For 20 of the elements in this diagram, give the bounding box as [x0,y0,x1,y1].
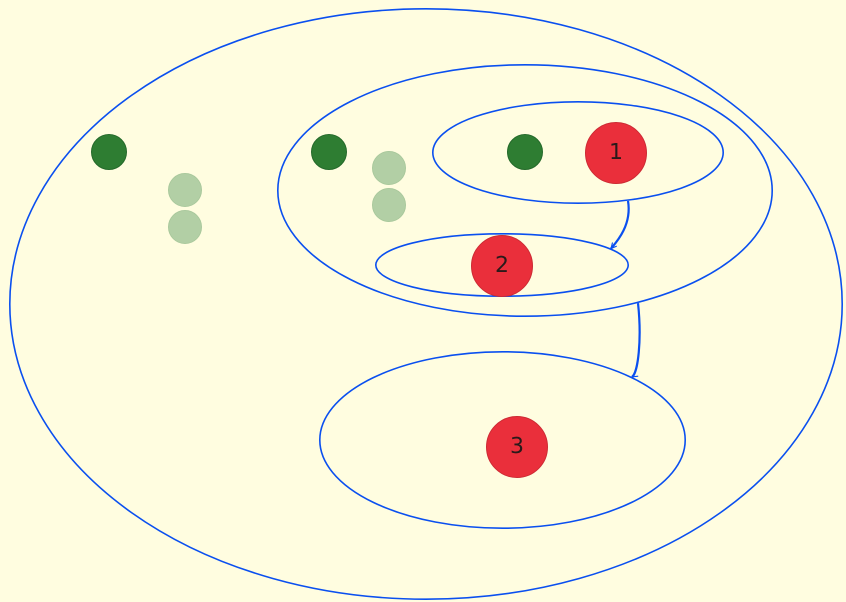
dot [168,173,202,207]
dot [91,134,127,170]
arrow [631,303,641,378]
number-label: 2 [495,255,509,277]
dot [168,210,202,244]
ellipse-region [9,8,843,600]
dot [507,134,543,170]
dot [311,134,347,170]
ellipse-region [375,233,629,297]
numbered-circle [585,122,647,184]
ellipse-region [432,101,724,204]
numbered-circle [486,416,548,478]
dot [372,151,406,185]
ellipse-region [319,351,686,529]
ellipse-region [277,64,773,317]
number-label: 1 [609,142,623,164]
dot [372,188,406,222]
arrow [610,200,630,250]
numbered-circle [471,235,533,297]
number-label: 3 [510,436,524,458]
